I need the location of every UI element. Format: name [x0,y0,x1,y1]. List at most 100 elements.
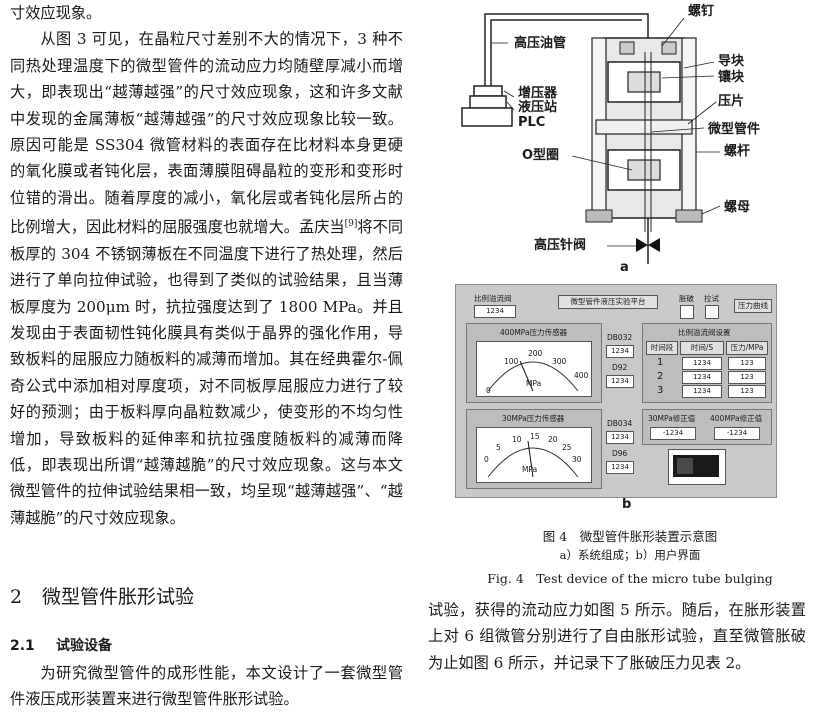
corr400-value: -1234 [714,427,760,440]
power-switch-body [673,455,719,477]
d96-value: 1234 [606,461,634,474]
row-time: 1234 [682,357,722,370]
subsection-heading: 2.1 试验设备 [10,636,405,656]
label-press-plate: 压片 [718,94,745,109]
row-pressure: 123 [728,357,766,370]
label-hp-pipe: 高压油管 [514,36,567,51]
gauge-400-tick: 400 [574,371,589,380]
figure-caption-zh: 图 4 微型管件胀形装置示意图 [542,529,718,544]
section-number: 2 [10,586,23,608]
booster-block [473,85,503,97]
label-screw-rod: 螺杆 [724,144,751,159]
bulge-checkbox [680,305,694,319]
left-column-text: 寸效应现象。 从图 3 可见，在晶粒尺寸差别不大的情况下，3 种不同热处理温度下… [10,0,403,531]
label-hydraulic-station: 液压站 [518,100,558,115]
gauge-400-face [476,341,592,397]
guide-block-top [607,61,681,103]
label-o-ring: O型圈 [522,148,560,163]
figure-a-sublabel: a [620,260,629,275]
nut-left [585,209,613,223]
row-pressure: 123 [728,385,766,398]
o-ring-block [627,159,661,181]
label-booster: 增压器 [518,86,558,101]
gauge-400-tick: 300 [552,357,567,366]
row-period: 1 [657,357,664,368]
figure-caption-sub: a）系统组成；b）用户界面 [559,548,701,562]
schematic-drawing [461,13,721,264]
gauge-30-needle [527,440,534,478]
corr30-value: -1234 [650,427,696,440]
db034-value: 1234 [606,431,634,444]
power-switch-knob [677,458,693,474]
gauge-30-tick: 30 [572,455,582,464]
bolt-left [619,41,635,55]
hydraulic-station-block [469,95,507,109]
col-header-pressure: 压力/MPa [726,341,768,355]
press-plate [595,119,693,135]
subsection-title: 试验设备 [56,638,112,654]
label-guide: 导块 [718,54,745,69]
label-micro-tube: 微型管件 [708,122,761,137]
proportional-valve-value: 1234 [474,305,516,318]
pressure-curve-button: 压力曲线 [734,299,772,313]
label-plc: PLC [518,115,546,130]
right-column-paragraph: 试验，获得的流动应力如图 5 所示。随后，在胀形装置上对 6 组微管分别进行了自… [428,597,806,676]
para-text-2: 将不同板厚的 304 不锈钢薄板在不同温度下进行了热处理，然后进行了单向拉伸试验… [10,218,404,316]
unit-text: μm [105,297,130,316]
body-paragraph: 从图 3 可见，在晶粒尺寸差别不大的情况下，3 种不同热处理温度下的微型管件的流… [10,26,403,531]
db032-label: DB032 [607,333,633,342]
subsection-number: 2.1 [10,638,35,654]
gauge-30-tick: 5 [496,443,501,452]
gauge-400-needle [519,360,534,392]
gauge-30-unit: MPa [522,465,538,474]
figure-b-ui-panel: 比例溢流阀 1234 微型管件液压实验平台 胀破 拉试 压力曲线 400MPa压… [455,284,777,498]
bolt-right [661,41,677,55]
label-needle-valve: 高压针阀 [534,238,587,253]
bottom-paragraph-text: 为研究微型管件的成形性能，本文设计了一套微型管件液压成形装置来进行微型管件胀形试… [10,664,403,709]
row-pressure: 123 [728,371,766,384]
d92-value: 1234 [606,375,634,388]
label-bolt: 螺钉 [688,4,715,19]
section-heading: 2 微型管件胀形试验 [10,584,405,610]
corr400-label: 400MPa修正值 [710,414,763,423]
d92-label: D92 [612,363,628,372]
plc-block [461,107,513,127]
gauge-400-zero: 0 [486,386,491,395]
pull-checkbox-label: 拉试 [704,294,719,303]
gauge-30-tick: 10 [512,435,522,444]
carryover-line: 寸效应现象。 [10,4,102,22]
right-paragraph-text: 试验，获得的流动应力如图 5 所示。随后，在胀形装置上对 6 组微管分别进行了自… [428,601,806,672]
gauge-400-unit: MPa [526,379,542,388]
label-nut: 螺母 [724,200,751,215]
bulge-checkbox-label: 胀破 [679,294,694,303]
nut-right [675,209,703,223]
figure-b-sublabel: b [622,497,632,512]
citation-ref: [9] [344,219,358,230]
gauge-30-tick: 20 [548,435,558,444]
gauge-30-tick: 0 [484,455,489,464]
label-insert: 镶块 [718,70,745,85]
gauge-400-tick: 200 [528,349,543,358]
col-header-period: 时间段 [646,341,678,355]
d96-label: D96 [612,449,628,458]
proportional-valve-label: 比例溢流阀 [474,294,512,303]
platform-title-button: 微型管件液压实验平台 [558,295,658,309]
gauge-400-title: 400MPa压力传感器 [500,328,568,337]
db032-value: 1234 [606,345,634,358]
gauge-30-face [476,427,592,483]
figure-a-schematic: 螺钉 高压油管 导块 镶块 增压器 液压站 PLC 压片 微型管件 O型圈 螺杆… [452,2,770,278]
col-header-time: 时间/S [680,341,724,355]
gauge-30-tick: 25 [562,443,572,452]
para-text-1: 从图 3 可见，在晶粒尺寸差别不大的情况下，3 种不同热处理温度下的微型管件的流… [10,30,403,237]
needle-valve-icon [636,238,660,252]
db034-label: DB034 [607,419,633,428]
row-time: 1234 [682,371,722,384]
gauge-30-tick: 15 [530,432,540,441]
section-title: 微型管件胀形试验 [42,586,195,608]
bottom-paragraph: 为研究微型管件的成形性能，本文设计了一套微型管件液压成形装置来进行微型管件胀形试… [10,660,403,713]
row-period: 2 [657,371,664,382]
row-period: 3 [657,385,664,396]
para-text-3: 时，抗拉强度达到了 1800 MPa。并且发现由于表面韧性钝化膜具有类似于晶界的… [10,297,403,527]
power-switch-frame [668,449,726,485]
pull-checkbox [705,305,719,319]
